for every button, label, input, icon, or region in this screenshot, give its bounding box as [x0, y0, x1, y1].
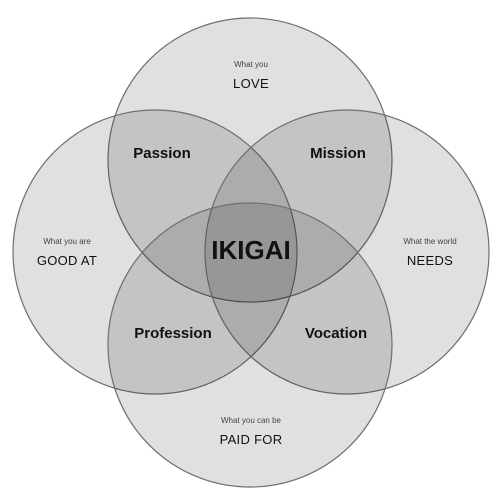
- circle-good-at: [12, 109, 298, 395]
- needs-title: NEEDS: [407, 253, 453, 268]
- needs-caption: What the world: [403, 237, 456, 246]
- paid-for-title: PAID FOR: [220, 432, 283, 447]
- circle-love: [107, 17, 393, 303]
- circle-paid-for: [107, 202, 393, 488]
- region-profession: Profession: [134, 325, 212, 342]
- region-vocation: Vocation: [305, 325, 367, 342]
- love-title: LOVE: [233, 76, 269, 91]
- paid-for-caption: What you can be: [221, 416, 282, 425]
- region-passion: Passion: [133, 145, 191, 162]
- region-mission: Mission: [310, 145, 366, 162]
- good-at-title: GOOD AT: [37, 253, 97, 268]
- circle-needs: [204, 109, 490, 395]
- good-at-caption: What you are: [43, 237, 91, 246]
- love-caption: What you: [234, 60, 268, 69]
- center-ikigai: IKIGAI: [211, 235, 290, 265]
